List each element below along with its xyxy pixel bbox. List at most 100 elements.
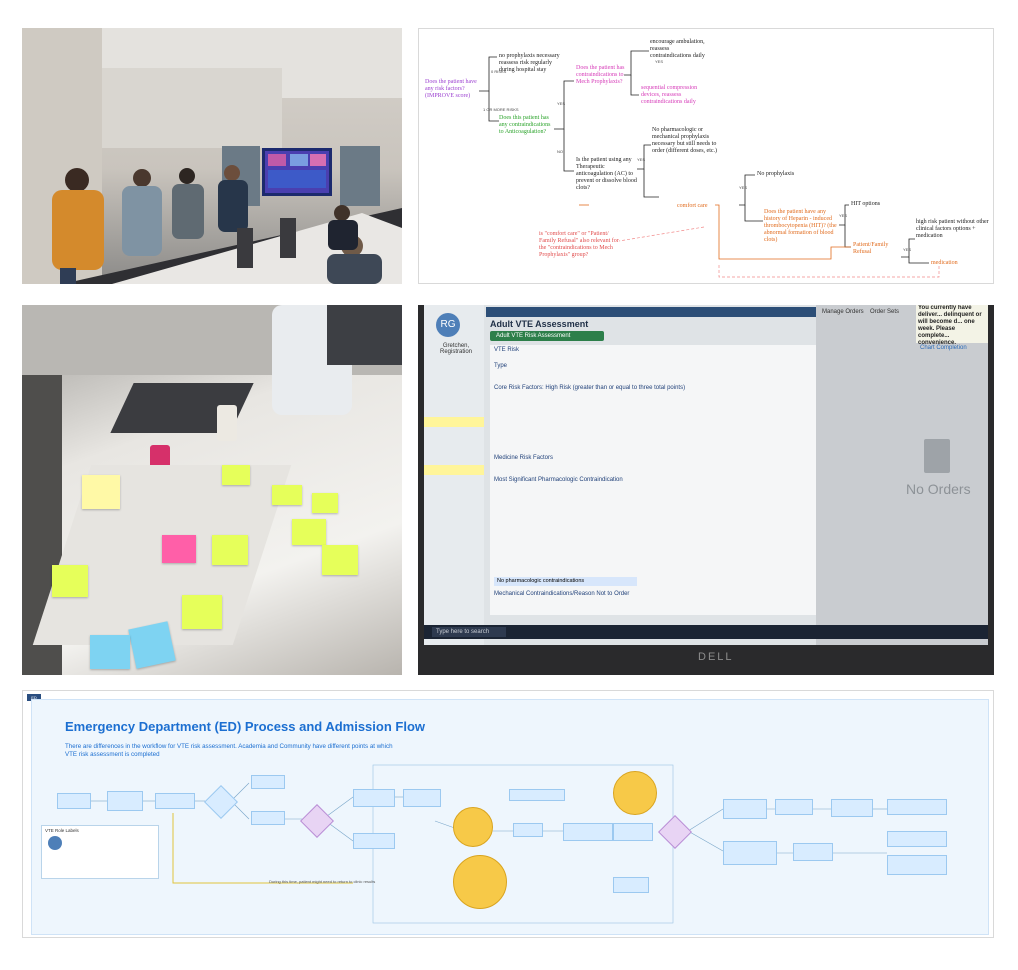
edge-label-yes-5: YES <box>839 213 847 218</box>
person-dark <box>327 305 402 365</box>
workshop-photo-illustration <box>22 28 402 284</box>
sticky-note <box>162 535 196 563</box>
ehr-sidebar: RG Gretchen, Registration <box>424 305 484 645</box>
vte-risk-label: VTE Risk <box>494 347 520 353</box>
medicine-risk-label: Medicine Risk Factors <box>494 455 554 461</box>
avatar: RG <box>436 313 460 337</box>
role-legend-title: VTE Role Labels <box>45 828 79 833</box>
no-pharm-option[interactable]: No pharmacologic contraindications <box>494 577 637 586</box>
sticky-note <box>222 465 250 485</box>
tab-vte-risk[interactable]: Adult VTE Risk Assessment <box>490 331 604 341</box>
ehr-toolbar <box>486 307 826 317</box>
flow-canvas <box>31 699 989 935</box>
flow-node <box>775 799 813 815</box>
type-label: Type <box>494 363 508 369</box>
sticky-notes-photo <box>22 305 402 675</box>
orders-pane: Manage Orders Order Sets You currently h… <box>816 305 988 645</box>
patient-name: Gretchen, Registration <box>439 343 472 355</box>
assessment-form: VTE Risk Type Core Risk Factors: High Ri… <box>490 345 820 615</box>
edge-label-yes-1: YES <box>655 59 663 64</box>
flow-node <box>887 831 947 847</box>
comfort-care: comfort care <box>677 203 708 209</box>
sidebar-highlight <box>424 465 484 475</box>
decision-tree-flowchart: 0 RISKS 1 OR MORE RISKS YES YES NO YES Y… <box>418 28 994 284</box>
notice-banner: You currently have deliver... delinquent… <box>916 305 988 346</box>
workshop-photo <box>22 28 402 284</box>
chart-completion-link[interactable]: Chart Completion <box>920 345 967 351</box>
flow-node <box>353 789 395 807</box>
edge-label-yes-6: YES <box>903 247 911 252</box>
ehr-monitor-photo: RG Gretchen, Registration Adult VTE Asse… <box>418 305 994 675</box>
sidebar-highlight <box>424 417 484 427</box>
coffee-cup <box>217 405 237 441</box>
flow-node <box>509 789 565 801</box>
decision-tree-connectors: 0 RISKS 1 OR MORE RISKS YES YES NO YES Y… <box>479 50 940 278</box>
flow-node <box>155 793 195 809</box>
hit-options: HIT options <box>851 201 881 207</box>
role-avatar-icon <box>48 836 62 850</box>
sequential-compression: sequential compression devices, reassess… <box>641 85 698 105</box>
edge-label-yes-3: YES <box>637 157 645 162</box>
flow-node <box>403 789 441 807</box>
flow-node <box>353 833 395 849</box>
no-pharm-needed: No pharmacologic or mechanical prophylax… <box>652 127 718 154</box>
high-risk-patient: high risk patient without other clinical… <box>916 219 989 239</box>
flow-node <box>57 793 91 809</box>
q-contra-mech: Does the patient has contraindications t… <box>576 65 625 85</box>
sticky-note <box>128 621 176 669</box>
mechanical-label: Mechanical Contraindications/Reason Not … <box>494 591 630 597</box>
taskbar: Type here to search <box>424 625 988 639</box>
core-risk-label: Core Risk Factors: High Risk (greater th… <box>494 385 686 391</box>
ed-process-flow: ED Emergency Department (ED) Process and… <box>22 690 994 938</box>
taskbar-search[interactable]: Type here to search <box>432 627 506 637</box>
sticky-note <box>272 485 302 505</box>
dell-logo: DELL <box>698 651 734 663</box>
flow-callout <box>453 855 507 909</box>
flow-node <box>251 775 285 789</box>
q-risk-factors: Does the patient have any risk factors? … <box>425 79 477 99</box>
sticky-note <box>322 545 358 575</box>
q-hit-history: Does the patient have any history of Hep… <box>764 209 837 243</box>
flow-node <box>793 843 833 861</box>
sticky-note <box>292 519 326 545</box>
comfort-care-question-note: is "comfort care" or "Patient/ Family Re… <box>539 231 619 258</box>
flow-node <box>887 799 947 815</box>
flow-callout <box>453 807 493 847</box>
sticky-note <box>82 475 120 509</box>
encourage-ambulation: encourage ambulation, reassess contraind… <box>650 39 705 59</box>
flow-node <box>887 855 947 875</box>
flow-node <box>107 791 143 811</box>
q-contra-anticoag: Does this patient has any contraindicati… <box>499 115 551 135</box>
assessment-header: Adult VTE Assessment <box>490 319 589 329</box>
flow-node <box>613 877 649 893</box>
sticky-note <box>182 595 222 629</box>
role-legend: VTE Role Labels <box>41 825 159 879</box>
flow-node <box>251 811 285 825</box>
q-therapeutic-ac: Is the patient using any Therapeutic ant… <box>576 157 637 191</box>
no-prophylaxis-2: No prophylaxis <box>757 171 795 177</box>
sticky-note <box>90 635 130 669</box>
most-significant-label: Most Significant Pharmacologic Contraind… <box>494 477 623 483</box>
order-sets-tab[interactable]: Order Sets <box>870 309 900 315</box>
no-orders-text: No Orders <box>906 481 971 497</box>
ed-subtitle: There are differences in the workflow fo… <box>65 743 393 758</box>
ed-badge: ED <box>27 694 41 701</box>
flow-node <box>513 823 543 837</box>
edge-label-yes-2: YES <box>557 101 565 106</box>
manage-orders-tab[interactable]: Manage Orders <box>822 309 864 315</box>
ed-title: Emergency Department (ED) Process and Ad… <box>65 719 425 734</box>
edge-label-yes-4: YES <box>739 185 747 190</box>
no-prophylaxis-text: no prophylaxis necessary reassess risk r… <box>499 53 560 73</box>
sticky-note <box>212 535 248 565</box>
edge-label-no-1: NO <box>557 149 563 154</box>
medication-text: medication <box>931 260 958 266</box>
flow-node <box>563 823 613 841</box>
flow-node <box>613 823 653 841</box>
flow-callout <box>613 771 657 815</box>
patient-family-refusal: Patient/Family Refusal <box>853 242 889 255</box>
sticky-note <box>52 565 88 597</box>
edge-label-risk: 1 OR MORE RISKS <box>483 107 519 112</box>
during-note: During this time, patient might need to … <box>269 879 376 884</box>
clipboard-icon <box>924 439 950 473</box>
flow-node <box>831 799 873 817</box>
